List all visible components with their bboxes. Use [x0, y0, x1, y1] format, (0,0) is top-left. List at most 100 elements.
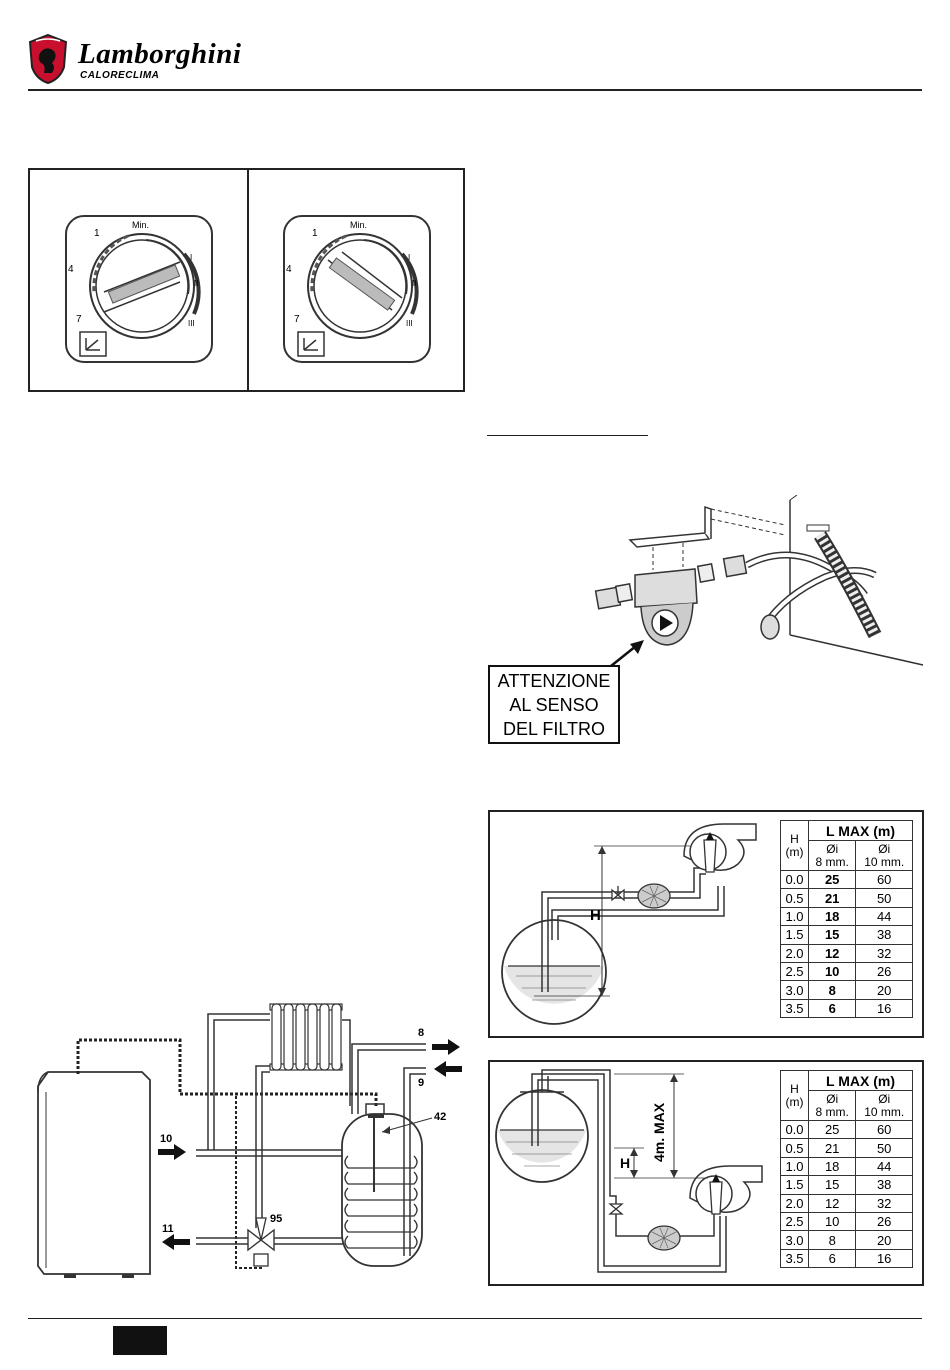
page-number-block [113, 1326, 167, 1355]
label-95: 95 [270, 1213, 282, 1225]
dial-scale-1: 1 [312, 228, 318, 239]
lmax-10mm-cell: 26 [855, 1211, 913, 1232]
gravity-feed-diagram: H [501, 823, 757, 1025]
height-cell: 0.0 [780, 869, 809, 890]
lmax-title: L MAX (m) [808, 820, 913, 841]
height-cell: 1.5 [780, 925, 809, 945]
lmax-8mm-cell: 21 [807, 888, 857, 908]
lmax-col1-top: Øi [826, 1091, 839, 1106]
lmax-10mm-cell: 50 [855, 888, 913, 908]
filter-warning-line-2: AL SENSO [509, 695, 599, 715]
height-cell: 3.5 [780, 998, 809, 1019]
dial-scale-4: 4 [286, 264, 292, 275]
suction-lift-diagram: H 4m. MAX [495, 1069, 763, 1273]
lmax-10mm-cell: 26 [855, 961, 913, 982]
label-11: 11 [162, 1223, 174, 1235]
height-cell: 0.5 [780, 888, 809, 908]
footer-rule [28, 1318, 922, 1319]
label-9: 9 [418, 1077, 424, 1089]
dial-scale-I: I [190, 253, 192, 262]
diagram-height-label: H [590, 907, 601, 924]
lmax-8mm-cell: 15 [807, 925, 857, 945]
lmax-h-unit: (m) [785, 844, 804, 859]
lmax-8mm-cell: 21 [807, 1138, 857, 1158]
height-cell: 2.0 [780, 1193, 809, 1213]
lmax-8mm-cell: 10 [807, 1211, 857, 1232]
lmax-title: L MAX (m) [808, 1070, 913, 1091]
height-cell: 3.0 [780, 980, 809, 1000]
dial-scale-I: I [408, 253, 410, 262]
lmax-10mm-cell: 44 [855, 906, 913, 927]
dial-scale-7: 7 [294, 314, 300, 325]
dial-scale-1: 1 [94, 228, 100, 239]
lmax-col1-bottom: 8 mm. [815, 854, 849, 869]
lmax-col2-bottom: 10 mm. [864, 1104, 905, 1119]
hot-water-out-arrow-icon [432, 1039, 460, 1055]
lmax-10mm-cell: 32 [855, 1193, 913, 1213]
dials-divider [247, 170, 249, 390]
lmax-10mm-cell: 20 [855, 1230, 913, 1250]
lmax-10mm-cell: 60 [855, 1119, 913, 1140]
filter-warning-line-1: ATTENZIONE [497, 671, 611, 691]
height-cell: 2.0 [780, 943, 809, 963]
boiler-hydraulic-schematic: 8 9 10 11 42 95 [37, 1003, 462, 1278]
dial-scale-II: II [194, 279, 198, 288]
filter-warning-line-3: DEL FILTRO [502, 719, 605, 739]
height-cell: 0.5 [780, 1138, 809, 1158]
lmax-8mm-cell: 8 [807, 1230, 857, 1250]
lmax-10mm-cell: 16 [855, 1248, 913, 1269]
label-8: 8 [418, 1027, 424, 1039]
lmax-10mm-cell: 16 [855, 998, 913, 1019]
lmax-8mm-cell: 12 [807, 1193, 857, 1213]
lmax-10mm-cell: 32 [855, 943, 913, 963]
dial-scale-7: 7 [76, 314, 82, 325]
lmax-8mm-cell: 10 [807, 961, 857, 982]
radiator-icon [269, 1003, 343, 1071]
lmax-col2-top: Øi [878, 1091, 891, 1106]
cold-water-in-arrow-icon [434, 1061, 462, 1077]
dial-scale-III: III [188, 319, 195, 328]
lmax-8mm-cell: 15 [807, 1175, 857, 1195]
dial-scale-III: III [406, 319, 413, 328]
filter-warning-box: ATTENZIONE AL SENSO DEL FILTRO [488, 665, 620, 744]
lmax-8mm-cell: 18 [807, 906, 857, 927]
lmax-8mm-cell: 25 [807, 869, 857, 890]
height-cell: 2.5 [780, 961, 809, 982]
lmax-col2-bottom: 10 mm. [864, 854, 905, 869]
lmax-10mm-cell: 20 [855, 980, 913, 1000]
thermostat-dial-right: Min. 1 4 7 I II III [283, 215, 431, 363]
height-cell: 1.0 [780, 1156, 809, 1177]
lmax-8mm-cell: 18 [807, 1156, 857, 1177]
height-cell: 1.0 [780, 906, 809, 927]
return-out-arrow-icon [162, 1234, 190, 1250]
lmax-col1-top: Øi [826, 841, 839, 856]
height-cell: 2.5 [780, 1211, 809, 1232]
thermostat-dials-figure: Min. 1 4 7 I II III Min. 1 4 7 I II III [28, 168, 465, 392]
lmax-8mm-cell: 8 [807, 980, 857, 1000]
suction-diagram-gravity: H H (m) L MAX (m) Øi 8 mm. Øi 10 mm. 0.0… [488, 810, 924, 1038]
lmax-10mm-cell: 60 [855, 869, 913, 890]
lmax-10mm-cell: 50 [855, 1138, 913, 1158]
dial-scale-4: 4 [68, 264, 74, 275]
brand-name: Lamborghini [78, 38, 242, 70]
flow-in-arrow-icon [158, 1144, 186, 1160]
lmax-8mm-cell: 6 [807, 998, 857, 1019]
label-10: 10 [160, 1133, 172, 1145]
diagram-max-label: 4m. MAX [651, 1102, 667, 1162]
height-cell: 3.0 [780, 1230, 809, 1250]
lmax-h-label: H [790, 831, 799, 846]
